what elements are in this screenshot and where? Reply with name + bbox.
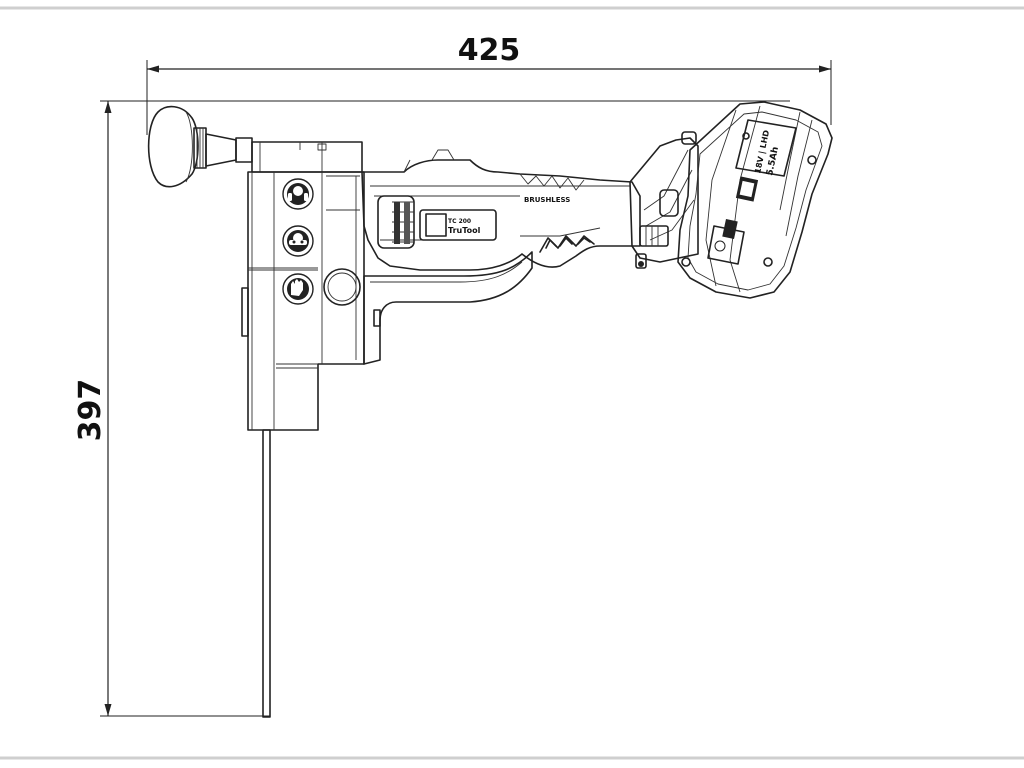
width-dimension-value: 425 bbox=[458, 33, 521, 68]
head-top-cap bbox=[251, 141, 363, 173]
height-dimension: 397 bbox=[73, 100, 790, 717]
height-dimension-value: 397 bbox=[73, 379, 108, 442]
motor-housing bbox=[361, 149, 641, 271]
eye-protection-icon bbox=[282, 225, 314, 257]
adjustment-knob bbox=[147, 105, 253, 188]
battery-pack: 18V | LHD 5.5Ah bbox=[677, 101, 833, 299]
gloves-icon bbox=[282, 273, 314, 305]
battery-capacity-label: 5.5Ah bbox=[765, 146, 781, 177]
width-dimension: 425 bbox=[146, 33, 832, 135]
ear-protection-icon bbox=[282, 178, 314, 210]
front-handle bbox=[363, 251, 533, 365]
brand-label-plate: TC 200 TruTool bbox=[419, 209, 497, 241]
saw-blade bbox=[262, 429, 271, 718]
gear-head bbox=[241, 171, 365, 431]
battery-neck bbox=[629, 131, 699, 269]
model-label: TC 200 bbox=[448, 218, 471, 225]
power-tool: TC 200 TruTool BRUSHLESS 18V | LHD bbox=[147, 101, 833, 718]
brand-label: TruTool bbox=[448, 226, 481, 235]
motor-type-label: BRUSHLESS bbox=[524, 196, 570, 204]
